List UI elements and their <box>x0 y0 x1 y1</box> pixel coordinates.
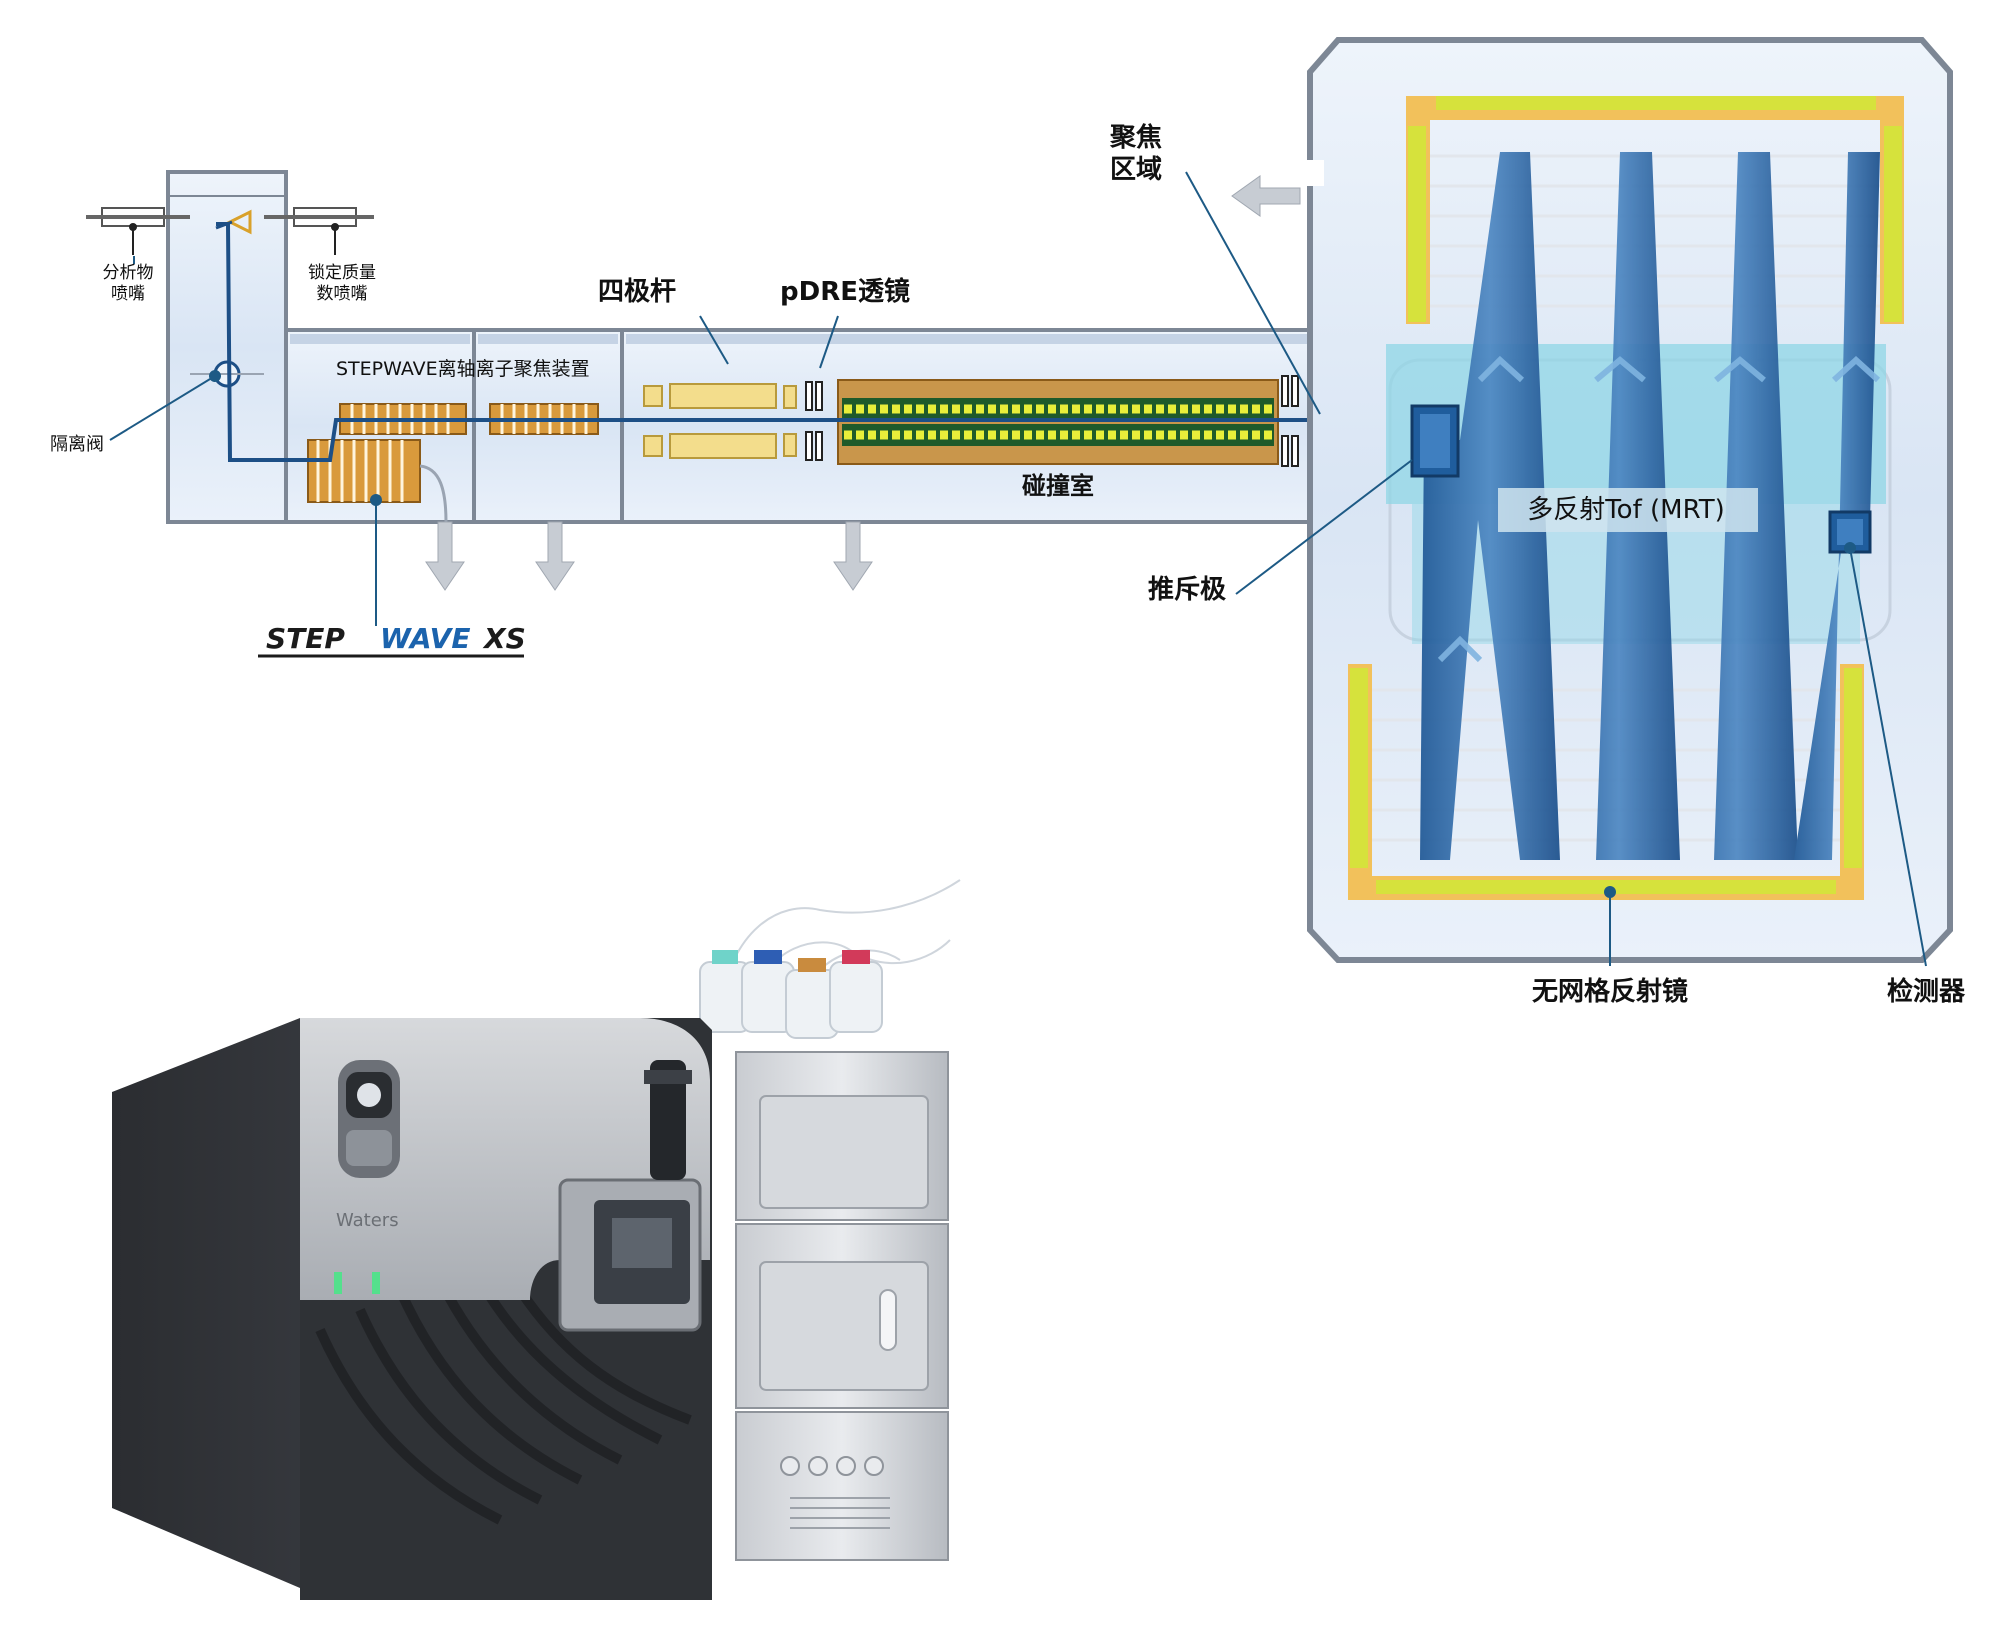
analyte-sprayer <box>86 207 190 255</box>
label-gridless-mirror: 无网格反射镜 <box>1532 976 1688 1007</box>
lc-stack <box>735 1051 949 1561</box>
label-collision-cell: 碰撞室 <box>1022 472 1094 500</box>
quadrupole-rods <box>643 383 797 459</box>
beam-chevrons <box>1437 355 1881 663</box>
gridless-mirror-top <box>1406 96 1904 324</box>
logo-part-wave: WAVE <box>380 622 470 655</box>
leader-lines <box>109 171 1927 967</box>
solvent-bottles <box>699 950 883 1039</box>
label-lockmass-sprayer-2: 数喷嘴 <box>317 284 368 304</box>
label-pdre-lens: pDRE透镜 <box>780 276 910 307</box>
label-isolation-valve: 隔离阀 <box>50 434 104 455</box>
stepwave-xs-logo: STEP WAVE XS <box>258 622 526 658</box>
label-analyte-sprayer-1: 分析物 <box>103 263 154 283</box>
logo-part-step: STEP <box>266 622 345 655</box>
lockmass-path <box>215 220 233 230</box>
label-focus-region-2: 区域 <box>1110 155 1162 185</box>
lockmass-sprayer <box>226 207 374 255</box>
label-lockmass-sprayer-1: 锁定质量 <box>308 263 376 283</box>
label-analyte-sprayer-2: 喷嘴 <box>111 284 145 304</box>
label-focus-region-1: 聚焦 <box>1109 122 1162 153</box>
label-detector: 检测器 <box>1887 976 1966 1007</box>
instrument-brand: Waters <box>336 1210 399 1231</box>
instrument-photo: Waters <box>112 879 961 1600</box>
pump-arrows <box>425 175 1301 591</box>
logo-part-xs: XS <box>482 622 526 655</box>
label-quadrupole: 四极杆 <box>598 277 676 307</box>
label-pusher: 推斥极 <box>1148 575 1227 605</box>
label-stepwave-device: STEPWAVE离轴离子聚焦装置 <box>336 358 590 380</box>
label-mrt: 多反射Tof (MRT) <box>1527 495 1725 525</box>
pdre-lens-plates <box>805 381 823 461</box>
